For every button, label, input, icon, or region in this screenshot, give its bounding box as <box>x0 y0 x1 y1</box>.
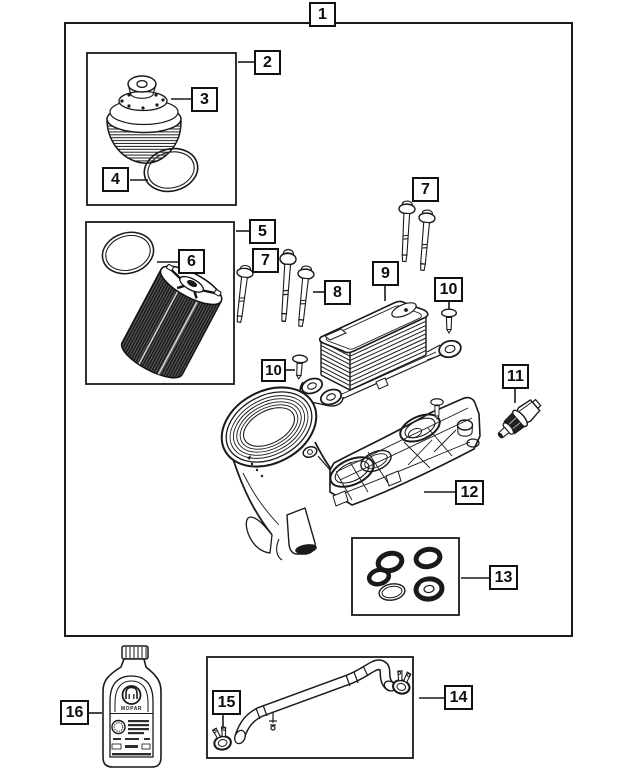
oil-filter-cap-drawing <box>106 75 182 164</box>
callout-4: 4 <box>102 167 129 192</box>
callout-9: 9 <box>372 261 399 286</box>
callout-11: 11 <box>502 364 529 389</box>
filter-oring-drawing <box>96 225 160 281</box>
oil-filter-housing-drawing <box>220 386 481 561</box>
callout-3: 3 <box>191 87 218 112</box>
callout-6: 6 <box>178 249 205 274</box>
callout-8: 8 <box>324 280 351 305</box>
callout-10-right: 10 <box>434 277 463 302</box>
hose-clamp-left-drawing <box>210 724 234 753</box>
callout-2: 2 <box>254 50 281 75</box>
callout-7-left: 7 <box>252 248 279 273</box>
seal-kit-box <box>351 537 460 616</box>
bottle-brand-text: MOPAR <box>121 706 142 712</box>
callout-leader-lines <box>87 61 516 729</box>
seal-kit-drawing <box>366 546 445 602</box>
oil-pressure-sensor-drawing <box>497 398 542 439</box>
hose-retainer-clip <box>269 713 277 731</box>
hose-drawing <box>234 659 397 745</box>
oil-filter-cartridge-drawing <box>120 263 223 379</box>
callout-10-left: 10 <box>261 359 286 382</box>
hose-kit-box <box>206 656 414 759</box>
callout-13: 13 <box>489 565 518 590</box>
callout-15: 15 <box>212 690 241 715</box>
callout-5: 5 <box>249 219 276 244</box>
filter-kit-box <box>85 221 235 385</box>
callout-14: 14 <box>444 685 473 710</box>
callout-12: 12 <box>455 480 484 505</box>
cap-kit-box <box>86 52 237 206</box>
callout-7-right: 7 <box>412 177 439 202</box>
oil-bottle-drawing: MOPAR <box>102 645 162 768</box>
hose-clamp-right-drawing <box>390 668 415 697</box>
cooler-screw-right-drawing <box>441 308 457 334</box>
callout-1: 1 <box>309 2 336 27</box>
oil-cooler-drawing <box>299 300 462 407</box>
callout-16: 16 <box>60 700 89 725</box>
bottle-label-text-bars <box>111 720 151 756</box>
cooler-screw-left-drawing <box>290 354 309 381</box>
